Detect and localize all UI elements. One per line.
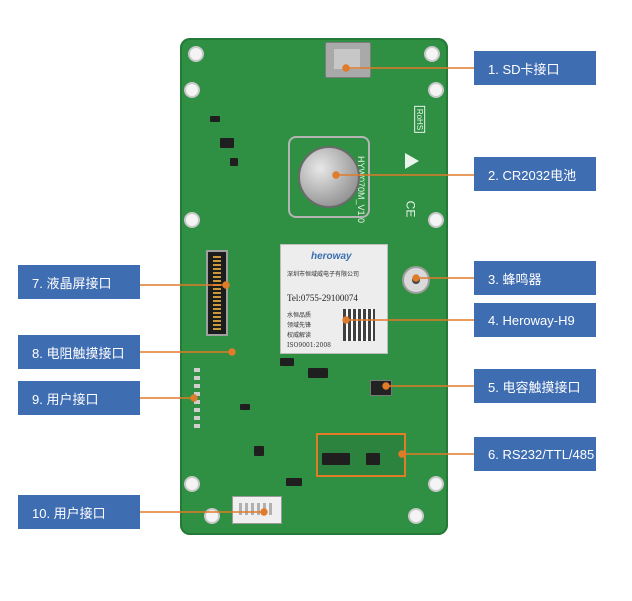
mount-hole — [186, 478, 198, 490]
smd-part — [286, 478, 302, 486]
module-slogan-1: 水恒品质 — [287, 312, 312, 319]
label-user-10: 10. 用户接口 — [18, 495, 140, 529]
mount-hole — [430, 214, 442, 226]
leader-dot — [342, 316, 350, 324]
mount-hole — [186, 214, 198, 226]
smd-part — [230, 158, 238, 166]
label-rtp: 8. 电阻触摸接口 — [18, 335, 140, 369]
mount-hole — [426, 48, 438, 60]
leader-dot — [260, 508, 268, 516]
qr-code — [343, 309, 375, 341]
label-rs232: 6. RS232/TTL/485 — [474, 437, 596, 471]
leader-dot — [382, 382, 390, 390]
smd-pad — [194, 408, 200, 412]
label-user-9: 9. 用户接口 — [18, 381, 140, 415]
leader-dot — [332, 171, 340, 179]
module-iso: ISO9001:2008 — [287, 342, 331, 349]
smd-pad — [194, 368, 200, 372]
ic-chip — [366, 453, 380, 465]
label-cr2032: 2. CR2032电池 — [474, 157, 596, 191]
lcd-fpc-connector — [206, 250, 228, 336]
mount-hole — [430, 84, 442, 96]
module-slogan-2: 领域先锋 — [287, 322, 312, 329]
smd-part — [240, 404, 250, 410]
leader-dot — [190, 394, 198, 402]
leader-dot — [398, 450, 406, 458]
smd-part — [280, 358, 294, 366]
smd-pad — [194, 384, 200, 388]
mount-hole — [410, 510, 422, 522]
label-lcd: 7. 液晶屏接口 — [18, 265, 140, 299]
leader-dot — [222, 281, 230, 289]
mount-hole — [190, 48, 202, 60]
ic-chip — [322, 453, 350, 465]
module-company: 深圳市恒域威电子有限公司 — [287, 271, 360, 278]
battery-holder — [288, 136, 370, 218]
smd-pad — [194, 376, 200, 380]
smd-pad — [194, 424, 200, 428]
label-heroway-h9: 4. Heroway-H9 — [474, 303, 596, 337]
leader-dot — [228, 348, 236, 356]
smd-part — [308, 368, 328, 378]
mount-hole — [206, 510, 218, 522]
smd-pad — [194, 392, 200, 396]
cr2032-battery — [298, 146, 360, 208]
module-slogan-3: 权威解读 — [287, 332, 312, 339]
smd-pad — [194, 400, 200, 404]
label-sd-card: 1. SD卡接口 — [474, 51, 596, 85]
label-buzzer: 3. 蜂鸣器 — [474, 261, 596, 295]
module-slogans: 水恒品质 领域先锋 权威解读 ISO9001:2008 — [287, 311, 331, 351]
mount-hole — [430, 478, 442, 490]
leader-dot — [342, 64, 350, 72]
sd-card-slot — [325, 42, 371, 78]
smd-part — [254, 446, 264, 456]
rs232-region — [316, 433, 406, 477]
smd-part — [220, 138, 234, 148]
smd-pad — [194, 416, 200, 420]
mount-hole — [186, 84, 198, 96]
leader-dot — [412, 274, 420, 282]
module-tel: Tel:0755-29100074 — [287, 293, 358, 303]
module-logo: heroway — [311, 251, 352, 262]
smd-part — [210, 116, 220, 122]
heroway-h9-module: heroway 深圳市恒域威电子有限公司 Tel:0755-29100074 水… — [280, 244, 388, 354]
label-ctp: 5. 电容触摸接口 — [474, 369, 596, 403]
